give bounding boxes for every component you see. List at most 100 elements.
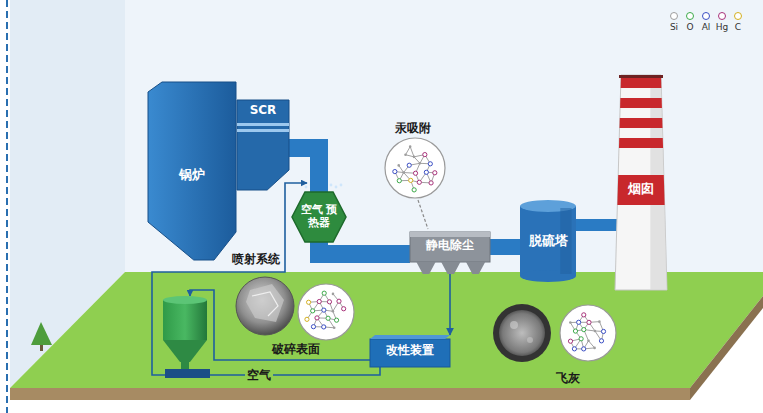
molecule-zoom [322,325,326,329]
molecule-zoom [307,300,311,304]
legend-item: Hg [714,12,730,33]
legend-text: C [735,22,741,33]
molecule-zoom [311,309,315,313]
molecule-zoom [406,147,411,155]
silo [163,340,207,362]
molecule-zoom [409,145,412,148]
molecule-zoom [298,138,616,361]
node-shape [615,78,667,88]
molecule-zoom [577,320,581,324]
zoom-caption: 汞吸附 [395,121,431,135]
node-shape [615,98,667,108]
molecule-zoom [560,305,616,361]
tree-icon [31,322,52,345]
legend-swatch [718,12,726,20]
molecule-zoom [428,162,432,166]
molecule-zoom [414,157,420,163]
node-shape [410,232,490,262]
molecule-zoom [407,163,411,167]
molecule-zoom [423,152,427,156]
legend-text: Hg [716,22,728,33]
preheater-dots [340,184,343,187]
ash-line [449,274,451,335]
node-shape [148,82,236,260]
legend-swatch [686,12,694,20]
legend: SiOAlHgC [666,12,746,33]
molecule-zoom [406,155,414,157]
molecule-zoom [305,317,309,321]
legend-swatch [734,12,742,20]
molecule-zoom [412,188,416,192]
molecule-zoom [385,138,445,198]
molecule-zoom [601,329,605,333]
molecule-zoom [298,284,354,340]
preheater-dots [335,186,338,189]
legend-item: Si [666,12,682,33]
molecule-zoom [429,181,433,185]
node-shape [237,123,289,126]
node-shape [615,175,667,205]
legend-text: Si [670,22,678,33]
sem-fly-ash [527,337,533,343]
molecule-zoom [409,178,413,182]
node-shape [416,262,435,274]
zoom-caption: 破碎表面 [272,342,320,356]
leader-line [418,200,428,229]
molecule-zoom [402,171,405,174]
molecule-zoom [587,340,590,343]
sem-fly-ash [499,310,545,356]
injection-line [210,367,380,375]
molecule-zoom [311,325,315,329]
molecule-zoom [315,316,319,320]
molecule-zoom [599,339,603,343]
part-name: 空气 [245,368,273,382]
molecule-zoom [332,310,335,313]
node-shape [410,232,490,237]
molecule-zoom [413,171,417,175]
chimney-stack: 烟囱 [615,75,667,290]
sem-broken-surface [236,277,294,335]
molecule-zoom [568,339,572,343]
molecule-zoom [560,305,616,361]
node-label: SCR [250,104,277,118]
silo [163,296,210,378]
node-label: 锅炉 [179,168,205,183]
flue-duct [289,148,319,192]
molecule-zoom [332,293,335,296]
flue-duct [319,242,410,254]
sem-broken-surface [236,277,294,335]
molecule-zoom [385,138,445,198]
room [125,0,763,272]
preheater-dots [305,186,308,189]
molecule-zoom [404,153,407,156]
molecule-zoom [593,347,596,350]
molecule-zoom [433,171,437,175]
legend-item: C [730,12,746,33]
node-shape [619,75,663,78]
molecule-zoom [419,162,422,165]
part-name: 喷射系统 [232,252,280,266]
molecule-zoom [582,328,586,332]
node-shape [520,206,576,276]
molecule-zoom [417,180,421,184]
silo [163,296,207,304]
node-shape [237,129,289,132]
molecule-zoom [589,341,595,348]
molecule-zoom [424,170,428,174]
node-shape [370,339,450,367]
node-shape [441,262,460,274]
molecule-zoom [322,308,326,312]
molecule-zoom [393,169,397,173]
molecule-zoom [573,329,577,333]
preheater-hexagon: 空气 预热器 [292,192,346,242]
legend-swatch [670,12,678,20]
legend-swatch [702,12,710,20]
legend-item: O [682,12,698,33]
molecule-zoom [397,179,401,183]
node-label: 烟囱 [628,182,654,197]
molecule-zoom [327,300,331,304]
modification-box: 改性装置 [370,335,450,367]
silo [165,369,210,378]
molecule-zoom [582,347,586,351]
node-shape [466,262,485,274]
